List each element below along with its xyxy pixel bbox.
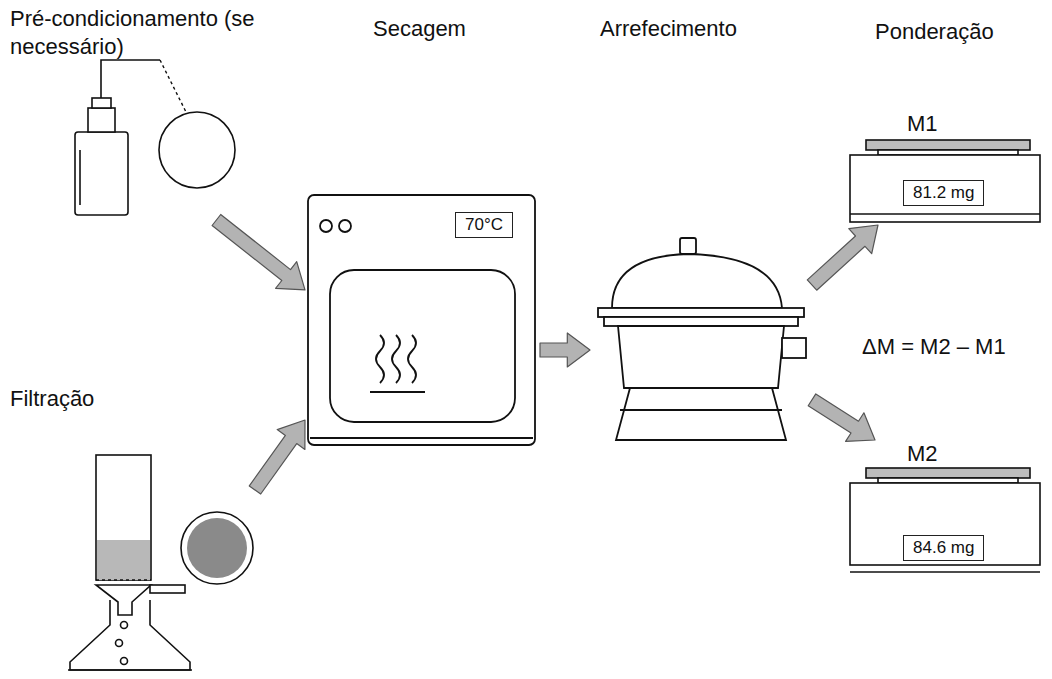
- nozzle-spray-part: [160, 60, 186, 112]
- oven-part: [370, 391, 425, 393]
- block-arrow: [212, 215, 305, 290]
- block-arrow: [249, 420, 305, 494]
- oven-part: [330, 270, 515, 422]
- block-arrow: [807, 225, 878, 290]
- filtration-apparatus-part: [97, 540, 150, 580]
- filter-disc-part: [159, 112, 235, 188]
- filtration-apparatus-part: [96, 585, 151, 615]
- wash-bottle-part: [79, 150, 81, 205]
- mass-name: M2: [907, 440, 938, 468]
- balance-one-part: [850, 213, 1040, 215]
- oven-part: [320, 220, 332, 232]
- wash-bottle-part: [75, 132, 128, 215]
- wash-bottle: [75, 60, 160, 215]
- desiccator-box: Arrefecimento: [590, 15, 812, 445]
- nozzle-spray: [160, 60, 186, 112]
- balance-box: M2 84.6 mg: [845, 440, 1045, 570]
- balance-two-part: [866, 468, 1030, 478]
- preconditioning-stage: Pré-condicionamento (se necessário): [5, 5, 297, 220]
- stage-heading: Pré-condicionamento (se necessário): [10, 5, 295, 60]
- formula-label: ΔM = M2 – M1: [862, 333, 1006, 361]
- oven-part: [408, 335, 416, 383]
- mass-name: M1: [907, 110, 938, 138]
- desiccator-part: [616, 388, 786, 440]
- filtration-apparatus-part: [96, 455, 151, 580]
- loaded-filter: [181, 512, 253, 584]
- desiccator-part: [604, 317, 798, 326]
- balance-one-part: [850, 155, 1040, 222]
- desiccator-part: [680, 238, 696, 254]
- oven-part: [376, 335, 384, 383]
- mass-display: 81.2 mg: [903, 180, 984, 206]
- balance-one-part: [866, 140, 1030, 150]
- column-heading: Ponderação: [875, 18, 994, 46]
- desiccator-part: [612, 254, 782, 308]
- balance-two-part: [850, 483, 1040, 565]
- temperature-display: 70°C: [455, 212, 513, 238]
- loaded-filter-part: [187, 518, 247, 578]
- filtration-apparatus-part: [96, 579, 151, 581]
- balance-two: [850, 468, 1040, 572]
- balance-one: [850, 140, 1040, 222]
- filtration-apparatus-part: [70, 600, 190, 670]
- oven: [308, 195, 535, 445]
- oven-box: Secagem 70°C: [305, 15, 540, 450]
- mass-display: 84.6 mg: [903, 535, 984, 561]
- wash-bottle-part: [101, 60, 160, 98]
- balance-box: M1 81.2 mg: [845, 110, 1045, 225]
- filtration-apparatus-part: [68, 669, 192, 671]
- filtration-apparatus-part: [121, 622, 128, 629]
- oven-part: [392, 335, 400, 383]
- block-arrow: [540, 333, 590, 367]
- oven-part: [310, 437, 533, 439]
- desiccator-part: [782, 338, 806, 358]
- filtration-apparatus-part: [116, 640, 123, 647]
- desiccator: [598, 238, 806, 440]
- desiccator-part: [618, 326, 784, 388]
- desiccator-part: [598, 308, 804, 317]
- desiccator-part: [620, 409, 782, 411]
- filtration-apparatus-part: [150, 585, 185, 593]
- stage-heading: Filtração: [10, 385, 94, 413]
- stage-heading: Secagem: [373, 15, 466, 43]
- wash-bottle-part: [92, 98, 111, 108]
- wash-bottle-part: [88, 108, 115, 132]
- loaded-filter-part: [181, 512, 253, 584]
- filtration-stage: Filtração: [5, 385, 255, 675]
- filtration-apparatus-part: [121, 658, 128, 665]
- oven-part: [339, 220, 351, 232]
- oven-part: [308, 195, 535, 445]
- filter-disc: [159, 112, 235, 188]
- filtration-apparatus: [68, 455, 192, 670]
- balance-two-part: [850, 571, 1040, 573]
- block-arrow: [808, 394, 875, 442]
- stage-heading: Arrefecimento: [600, 15, 737, 43]
